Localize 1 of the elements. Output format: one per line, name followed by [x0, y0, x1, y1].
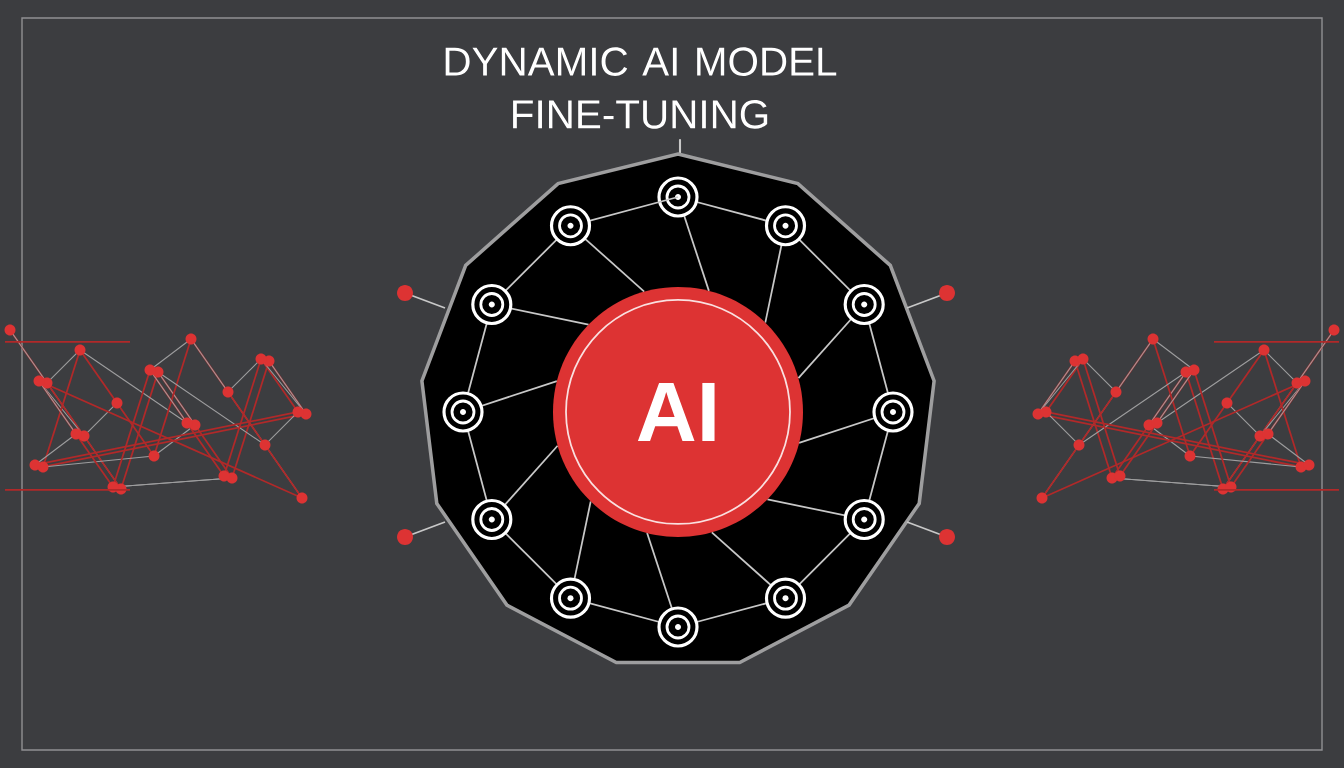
title: DYNAMIC AI MODEL FINE-TUNING — [445, 47, 837, 129]
